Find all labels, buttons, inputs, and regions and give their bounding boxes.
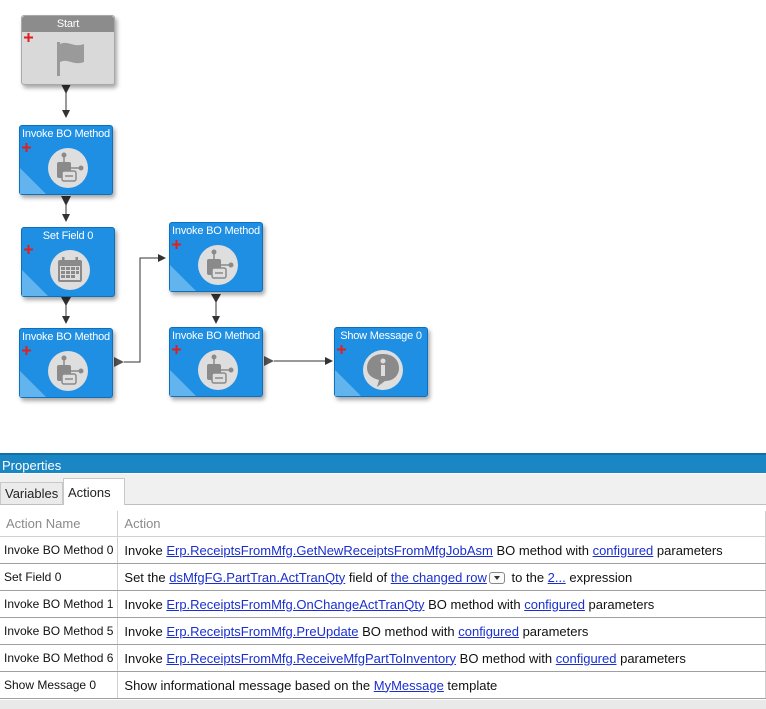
action-text: Invoke xyxy=(124,596,167,612)
bo-method-link[interactable]: Erp.ReceiptsFromMfg.GetNewReceiptsFromMf… xyxy=(166,542,493,558)
corner-decoration xyxy=(335,370,361,396)
action-name: Invoke BO Method 5 xyxy=(0,617,119,645)
action-description: Invoke Erp.ReceiptsFromMfg.GetNewReceipt… xyxy=(117,536,766,564)
action-text: BO method with xyxy=(424,596,525,612)
bo-method-icon xyxy=(48,148,88,188)
action-name: Invoke BO Method 0 xyxy=(0,536,119,564)
node-set-field[interactable]: Set Field 0 xyxy=(21,227,115,297)
node-title: Start xyxy=(22,16,114,32)
node-start[interactable]: Start xyxy=(21,15,115,85)
action-description: Invoke Erp.ReceiptsFromMfg.ReceiveMfgPar… xyxy=(117,644,766,672)
row-dropdown-icon[interactable] xyxy=(488,572,505,585)
add-icon[interactable] xyxy=(172,345,181,354)
action-text: field of xyxy=(345,569,391,585)
add-icon[interactable] xyxy=(22,346,31,355)
properties-header: Properties xyxy=(0,453,766,473)
bo-method-link[interactable]: Erp.ReceiptsFromMfg.ReceiveMfgPartToInve… xyxy=(166,650,457,666)
corner-decoration xyxy=(20,168,46,194)
corner-decoration xyxy=(20,371,46,397)
action-text: parameters xyxy=(584,596,655,612)
field-link[interactable]: dsMfgFG.PartTran.ActTranQty xyxy=(169,569,346,585)
action-description: Set the dsMfgFG.PartTran.ActTranQty fiel… xyxy=(117,563,766,591)
node-title: Invoke BO Method xyxy=(172,330,260,342)
action-name: Set Field 0 xyxy=(0,563,119,591)
table-row[interactable]: Show Message 0 Show informational messag… xyxy=(0,671,766,699)
column-header-action-name[interactable]: Action Name xyxy=(0,511,119,537)
parameters-link[interactable]: configured xyxy=(458,623,519,639)
add-icon[interactable] xyxy=(337,345,346,354)
flag-icon xyxy=(57,42,84,76)
action-description: Invoke Erp.ReceiptsFromMfg.OnChangeActTr… xyxy=(117,590,766,618)
node-invoke-bo-method[interactable]: Invoke BO Method xyxy=(169,327,263,397)
action-text: Set the xyxy=(124,569,170,585)
node-show-message[interactable]: Show Message 0 xyxy=(334,327,428,397)
action-text: Show informational message based on the xyxy=(124,677,374,693)
node-invoke-bo-method[interactable]: Invoke BO Method xyxy=(19,125,113,195)
action-text: parameters xyxy=(653,542,723,558)
add-icon[interactable] xyxy=(172,240,181,249)
node-invoke-bo-method[interactable]: Invoke BO Method xyxy=(169,222,263,292)
corner-decoration xyxy=(170,370,196,396)
workflow-canvas[interactable]: Start Invoke BO Method Set Field 0 xyxy=(0,0,766,453)
bo-method-icon xyxy=(198,350,238,390)
node-invoke-bo-method[interactable]: Invoke BO Method xyxy=(19,328,113,398)
parameters-link[interactable]: configured xyxy=(592,542,654,558)
table-row[interactable]: Invoke BO Method 6 Invoke Erp.ReceiptsFr… xyxy=(0,644,766,672)
node-title: Invoke BO Method xyxy=(22,331,110,343)
add-icon[interactable] xyxy=(22,143,31,152)
panel-footer xyxy=(0,700,766,709)
action-name: Show Message 0 xyxy=(0,671,119,699)
action-text: Invoke xyxy=(124,542,167,558)
parameters-link[interactable]: configured xyxy=(524,596,585,612)
action-text: BO method with xyxy=(456,650,556,666)
action-text: expression xyxy=(565,569,633,585)
add-icon[interactable] xyxy=(24,33,33,42)
workflow-connectors xyxy=(61,84,333,367)
row-link[interactable]: the changed row xyxy=(390,569,487,585)
add-icon[interactable] xyxy=(24,245,33,254)
actions-table: Action Name Action Invoke BO Method 0 In… xyxy=(0,511,766,699)
table-row[interactable]: Set Field 0 Set the dsMfgFG.PartTran.Act… xyxy=(0,563,766,591)
connector-invoke2-invoke3 xyxy=(124,257,160,363)
calendar-icon xyxy=(50,250,90,290)
action-name: Invoke BO Method 6 xyxy=(0,644,119,672)
bo-method-icon xyxy=(198,245,238,285)
table-row[interactable]: Invoke BO Method 1 Invoke Erp.ReceiptsFr… xyxy=(0,590,766,618)
action-description: Invoke Erp.ReceiptsFromMfg.PreUpdate BO … xyxy=(117,617,766,645)
action-name: Invoke BO Method 1 xyxy=(0,590,119,618)
info-icon xyxy=(363,350,403,390)
node-title: Set Field 0 xyxy=(42,230,94,242)
table-row[interactable]: Invoke BO Method 5 Invoke Erp.ReceiptsFr… xyxy=(0,617,766,645)
action-text: Invoke xyxy=(124,623,167,639)
action-text: BO method with xyxy=(358,623,459,639)
table-row[interactable]: Invoke BO Method 0 Invoke Erp.ReceiptsFr… xyxy=(0,536,766,564)
node-title: Invoke BO Method xyxy=(22,128,110,140)
action-text: Invoke xyxy=(124,650,167,666)
tab-variables[interactable]: Variables xyxy=(0,482,63,504)
action-text: parameters xyxy=(518,623,589,639)
action-text: to the xyxy=(507,569,548,585)
tab-actions[interactable]: Actions xyxy=(63,478,125,505)
bo-method-icon xyxy=(48,351,88,391)
properties-tabs: Variables Actions xyxy=(0,474,766,505)
expression-link[interactable]: 2... xyxy=(547,569,566,585)
properties-panel: Properties Variables Actions Action Name… xyxy=(0,453,766,709)
action-text: parameters xyxy=(616,650,686,666)
template-link[interactable]: MyMessage xyxy=(373,677,444,693)
corner-decoration xyxy=(22,270,48,296)
parameters-link[interactable]: configured xyxy=(555,650,617,666)
node-title: Invoke BO Method xyxy=(172,225,260,237)
column-header-action[interactable]: Action xyxy=(117,511,766,537)
table-header-row: Action Name Action xyxy=(0,511,766,537)
bo-method-link[interactable]: Erp.ReceiptsFromMfg.OnChangeActTranQty xyxy=(166,596,425,612)
corner-decoration xyxy=(170,265,196,291)
node-title: Show Message 0 xyxy=(340,330,422,342)
bo-method-link[interactable]: Erp.ReceiptsFromMfg.PreUpdate xyxy=(166,623,359,639)
action-text: BO method with xyxy=(492,542,593,558)
action-text: template xyxy=(443,677,498,693)
action-description: Show informational message based on the … xyxy=(117,671,766,699)
